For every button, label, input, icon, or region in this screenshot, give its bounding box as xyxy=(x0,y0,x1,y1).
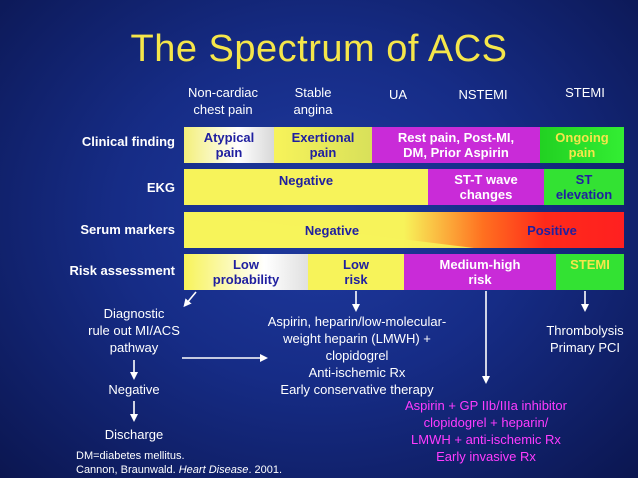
flow-aspirin-heparin: Aspirin, heparin/low-molecular- weight h… xyxy=(267,314,447,397)
clinical-ongoing: Ongoing pain xyxy=(540,127,624,163)
ekg-negative: Negative xyxy=(184,169,428,205)
ekg-st-elevation: ST elevation xyxy=(544,169,624,205)
page-title: The Spectrum of ACS xyxy=(130,28,508,70)
flow-gp-inhibitor: Aspirin + GP IIb/IIIa inhibitor clopidog… xyxy=(405,398,567,464)
row-label-clinical: Clinical finding xyxy=(81,134,175,149)
citation-authors: Cannon, Braunwald. xyxy=(76,464,179,476)
flow-negative: Negative xyxy=(108,382,160,397)
serum-positive: Positive xyxy=(527,222,577,238)
risk-low: Low risk xyxy=(308,254,404,290)
header-stemi: STEMI xyxy=(565,85,605,100)
header-noncardiac: Non-cardiac chest pain xyxy=(187,85,259,117)
footnote-dm: DM=diabetes mellitus. xyxy=(76,450,185,462)
footnote-citation: Cannon, Braunwald. Heart Disease. 2001. xyxy=(76,463,282,477)
arrow-to-diagnostic xyxy=(183,291,197,308)
citation-title: Heart Disease xyxy=(178,464,249,476)
flow-thrombolysis: Thrombolysis Primary PCI xyxy=(546,323,624,355)
clinical-exertional: Exertional pain xyxy=(274,127,372,163)
flow-discharge: Discharge xyxy=(104,427,164,442)
risk-low-probability: Low probability xyxy=(184,254,308,290)
row-label-risk: Risk assessment xyxy=(69,263,175,278)
header-nstemi: NSTEMI xyxy=(458,87,508,102)
row-label-ekg: EKG xyxy=(146,180,175,195)
clinical-rest-pain: Rest pain, Post-MI, DM, Prior Aspirin xyxy=(372,127,540,163)
row-label-serum: Serum markers xyxy=(80,222,175,237)
citation-year: . 2001. xyxy=(248,464,283,476)
serum-markers-bar xyxy=(184,212,624,248)
flow-diagnostic: Diagnostic rule out MI/ACS pathway xyxy=(88,306,180,355)
risk-medium-high: Medium-high risk xyxy=(404,254,556,290)
risk-stemi: STEMI xyxy=(556,254,624,290)
ekg-stt-changes: ST-T wave changes xyxy=(428,169,544,205)
header-ua: UA xyxy=(388,87,408,102)
clinical-atypical: Atypical pain xyxy=(184,127,274,163)
header-stable-angina: Stable angina xyxy=(293,85,333,117)
serum-negative: Negative xyxy=(304,222,360,238)
